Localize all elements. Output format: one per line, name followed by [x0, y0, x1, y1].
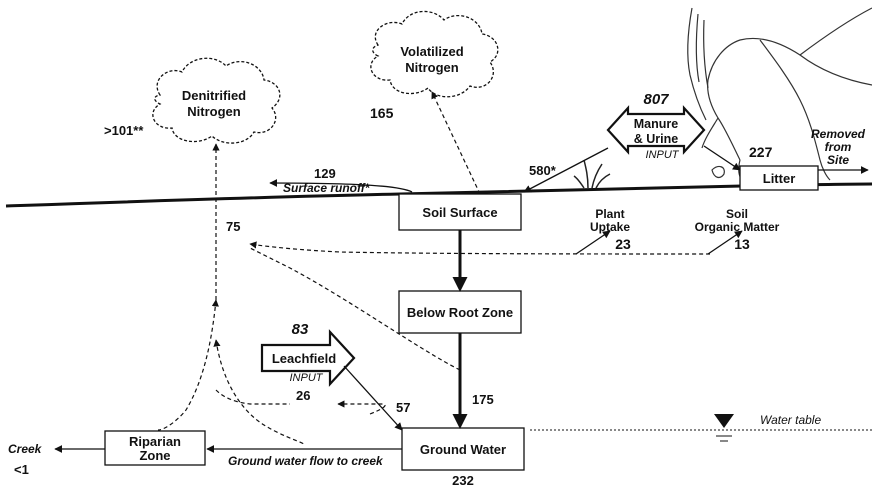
gw-flow-label: Ground water flow to creek [228, 454, 384, 468]
manure-to-litter-arrow [703, 145, 741, 171]
surface-runoff-arrow [269, 179, 413, 193]
soil-surface-label: Soil Surface [422, 205, 497, 220]
litter-value: 227 [749, 144, 773, 160]
root-to-som-solid [707, 230, 743, 255]
gw-to-26-arrow [337, 400, 386, 415]
surface-runoff-value: 129 [314, 166, 336, 181]
litter-box [739, 165, 819, 191]
riparian-label-1: Riparian [129, 434, 181, 449]
manure-label-1: Manure [634, 117, 679, 131]
surface-runoff-label: Surface runoff* [283, 181, 371, 195]
removed-label-2: from [825, 140, 852, 154]
dashed-up-26 [215, 389, 290, 405]
below-root-zone-label: Below Root Zone [407, 305, 513, 320]
litter-label: Litter [763, 171, 796, 186]
gw-to-denit-value: 26 [296, 388, 310, 403]
removed-label-3: Site [827, 153, 849, 167]
denitrified-cloud [152, 57, 281, 144]
manure-value: 807 [643, 91, 669, 108]
plant-uptake-label-1: Plant [595, 207, 624, 221]
ground-water-label: Ground Water [420, 442, 506, 457]
leachfield-value: 83 [292, 321, 309, 338]
som-value: 13 [734, 236, 750, 252]
denitrified-value: >101** [104, 123, 144, 138]
som-label-1: Soil [726, 207, 748, 221]
water-table-icon [714, 414, 734, 428]
removed-label-1: Removed [811, 127, 866, 141]
volatilized-label-2: Nitrogen [405, 60, 459, 75]
denitrified-label-2: Nitrogen [187, 104, 241, 119]
manure-input-arrow [606, 105, 706, 155]
horse-illustration [687, 7, 872, 181]
grass-icon [573, 159, 611, 189]
manure-label-2: & Urine [634, 132, 679, 146]
manure-to-soil-arrow [523, 147, 609, 193]
manure-input-tag: INPUT [646, 149, 680, 161]
leach-to-gw-arrow [343, 365, 403, 431]
riparian-label-2: Zone [139, 448, 170, 463]
manure-to-soil-value: 580* [529, 163, 557, 178]
ground-water-box [401, 427, 525, 471]
soil-to-denit-value: 75 [226, 219, 240, 234]
ground-water-value: 232 [452, 473, 474, 488]
creek-label: Creek [8, 442, 43, 456]
gw-split-left [157, 299, 219, 431]
soil-to-volatilized-arrow [431, 91, 481, 195]
leachfield-label: Leachfield [272, 351, 336, 366]
volatilized-cloud [370, 10, 499, 98]
leachfield-input-arrow [260, 329, 356, 387]
root-to-gw-value: 175 [472, 392, 494, 407]
plant-uptake-label-2: Uptake [590, 220, 630, 234]
gw-split-right [213, 339, 305, 445]
leach-to-gw-value: 57 [396, 400, 410, 415]
water-table-label: Water table [760, 413, 821, 427]
creek-value: <1 [14, 462, 29, 477]
denitrified-label-1: Denitrified [182, 88, 246, 103]
leachfield-input-tag: INPUT [290, 372, 324, 384]
som-label-2: Organic Matter [695, 220, 780, 234]
root-to-plant-solid [575, 230, 611, 255]
soil-to-denit-arrow [249, 241, 711, 255]
plant-uptake-value: 23 [615, 236, 631, 252]
volatilized-label-1: Volatilized [400, 44, 463, 59]
root-to-denit-arrow [249, 247, 461, 371]
volatilized-value: 165 [370, 105, 394, 121]
riparian-zone-box [104, 430, 206, 466]
